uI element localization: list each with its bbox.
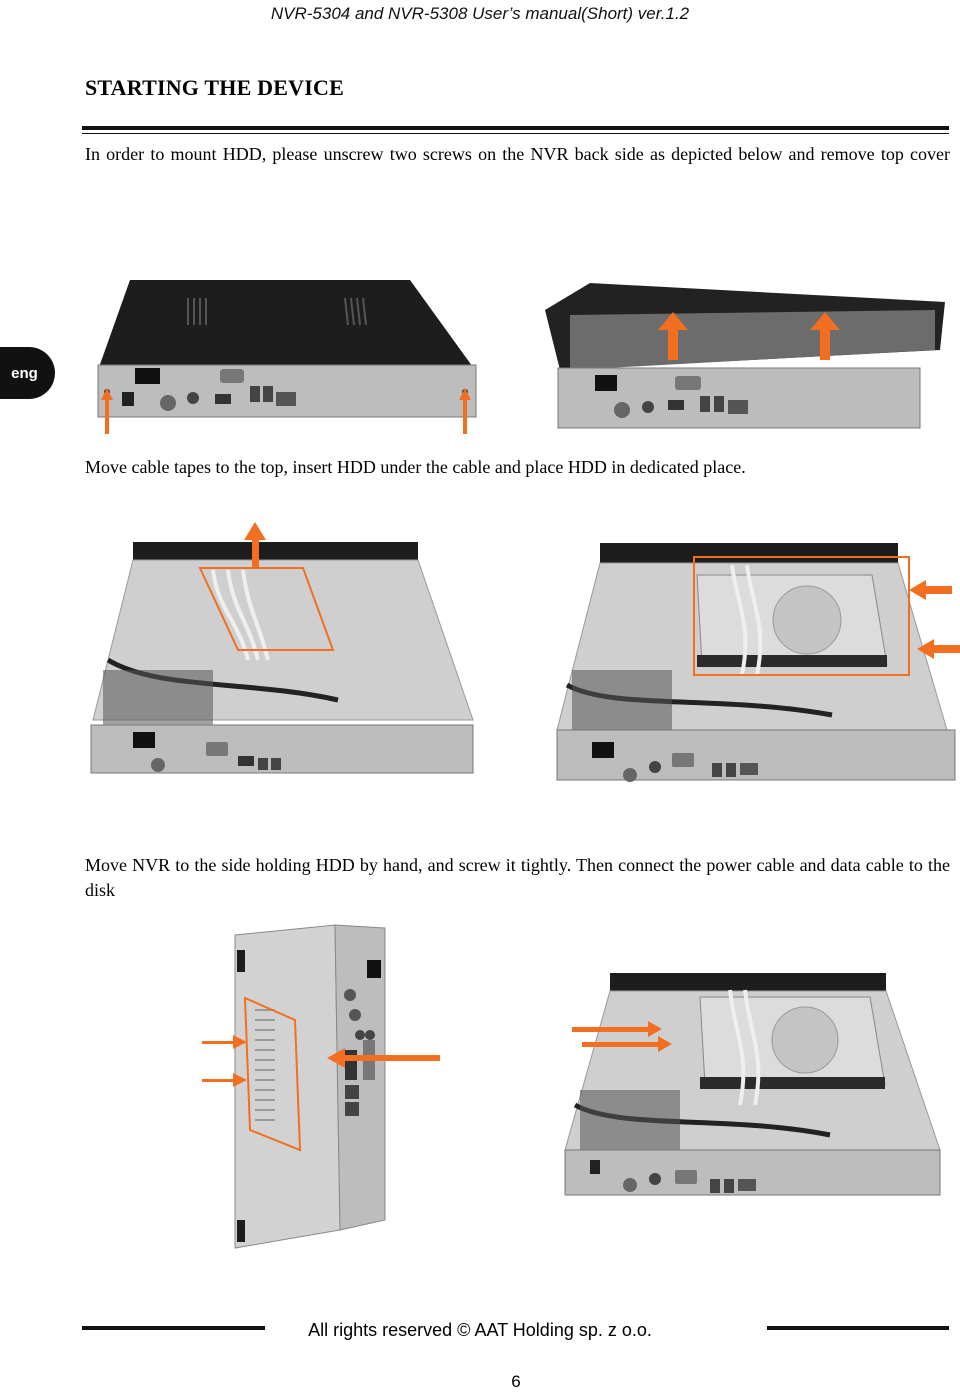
paragraph-3-text: Move NVR to the side holding HDD by hand… bbox=[85, 855, 950, 900]
highlight-screw-holes bbox=[243, 996, 302, 1152]
figure-closed-nvr bbox=[97, 280, 477, 434]
hdd-drive bbox=[696, 574, 888, 667]
highlight-hdd-area bbox=[693, 556, 910, 676]
side-vent bbox=[255, 1009, 275, 1121]
footer-rule-left bbox=[82, 1326, 265, 1330]
device-back-panel-2 bbox=[557, 367, 921, 429]
section-title: STARTING THE DEVICE bbox=[85, 75, 344, 100]
arrow-push-hdd-top bbox=[909, 580, 952, 600]
paragraph-3: Move NVR to the side holding HDD by hand… bbox=[85, 853, 950, 903]
arrow-screw-2 bbox=[202, 1073, 247, 1087]
highlight-cable-area bbox=[198, 567, 335, 651]
language-tab: eng bbox=[0, 347, 55, 399]
paragraph-2-text: Move cable tapes to the top, insert HDD … bbox=[85, 457, 746, 477]
cable-bundle-2 bbox=[730, 564, 763, 676]
arrow-screw-left bbox=[101, 388, 113, 434]
power-switch-2 bbox=[595, 375, 617, 391]
footer-rule-right bbox=[767, 1326, 949, 1330]
page-number: 6 bbox=[511, 1372, 521, 1391]
paragraph-1: In order to mount HDD, please unscrew tw… bbox=[85, 142, 950, 167]
arrow-lift-right bbox=[810, 312, 840, 360]
arrow-screw-right bbox=[459, 388, 471, 434]
figure-connected-drive bbox=[564, 973, 941, 1196]
power-data-cables bbox=[728, 989, 761, 1106]
footer-copyright: All rights reserved © AAT Holding sp. z … bbox=[308, 1320, 652, 1340]
figure-opened-nvr bbox=[545, 283, 945, 429]
arrow-screw-1 bbox=[202, 1035, 247, 1049]
figure-cable-tapes bbox=[90, 522, 474, 774]
title-rule-thick bbox=[82, 126, 949, 130]
figure-side-mount bbox=[202, 924, 440, 1249]
hdd-drive-2 bbox=[699, 996, 886, 1089]
page-header: NVR-5304 and NVR-5308 User’s manual(Shor… bbox=[270, 4, 690, 23]
paragraph-1-text: In order to mount HDD, please unscrew tw… bbox=[85, 144, 950, 164]
figure-hdd-placement bbox=[556, 543, 960, 782]
device-side-panel bbox=[234, 924, 341, 1249]
arrow-connect-power bbox=[582, 1036, 672, 1052]
language-tab-label: eng bbox=[11, 364, 38, 382]
arrow-lift-left bbox=[658, 312, 688, 360]
device-top-cover bbox=[98, 280, 475, 370]
power-switch bbox=[135, 368, 160, 384]
title-rule-thin bbox=[82, 133, 949, 134]
arrow-point-hdd bbox=[327, 1048, 440, 1068]
paragraph-2: Move cable tapes to the top, insert HDD … bbox=[85, 455, 950, 480]
arrow-cable-up bbox=[244, 522, 266, 568]
arrow-connect-data bbox=[572, 1021, 662, 1037]
cable-bundle bbox=[211, 569, 270, 661]
device-back-panel bbox=[97, 364, 477, 418]
arrow-push-hdd-bottom bbox=[917, 639, 960, 659]
vent-slots bbox=[187, 297, 367, 326]
